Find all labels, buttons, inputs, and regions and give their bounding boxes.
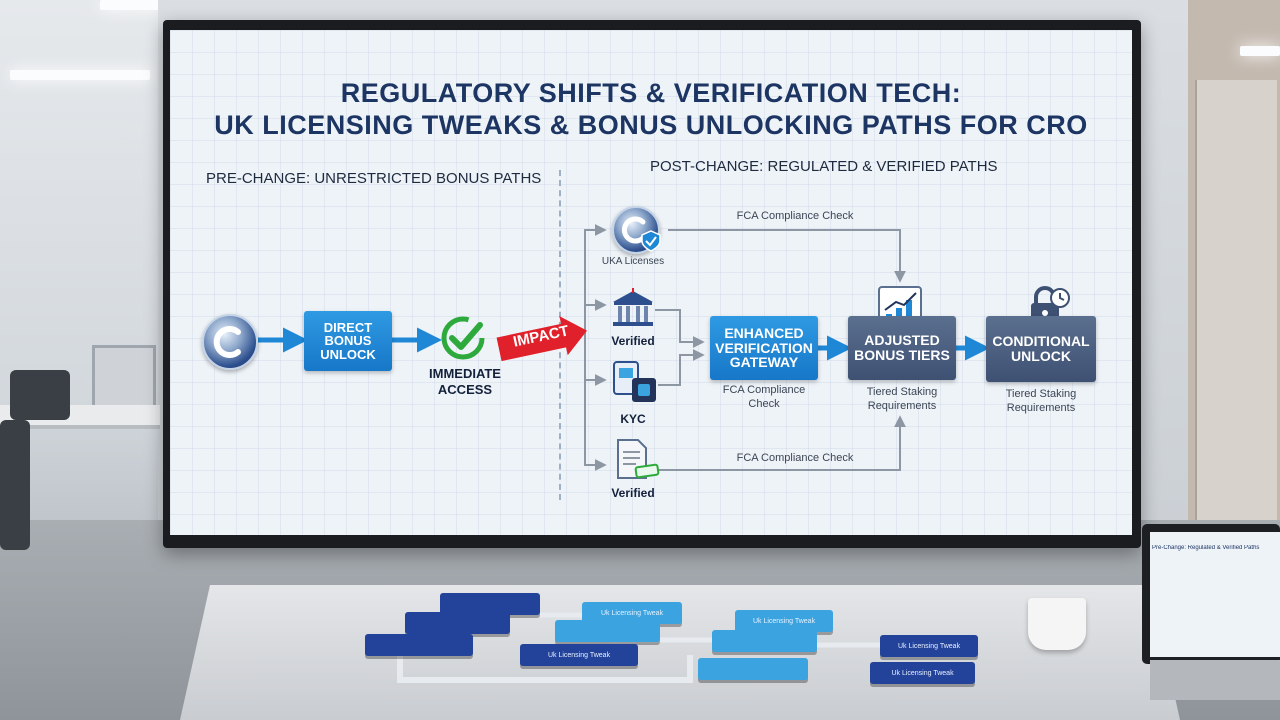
- tiers-caption: Tiered Staking Requirements: [866, 386, 938, 412]
- shield-check-icon: [641, 230, 661, 252]
- unlock-caption: Tiered Staking Requirements: [1005, 388, 1077, 414]
- ceiling-light: [1240, 46, 1280, 56]
- kyc-label: KYC: [620, 412, 646, 426]
- table-tile: [712, 630, 817, 652]
- feed-line: [658, 349, 705, 386]
- kyc-id-scan-icon: [613, 361, 656, 402]
- adjusted-bonus-tiers-box: ADJUSTED BONUS TIERS: [848, 316, 956, 380]
- table-tile: Uk Licensing Tweak: [880, 635, 978, 657]
- impact-arrow-icon: [496, 316, 588, 362]
- table-tile: [405, 612, 510, 634]
- presentation-screen: REGULATORY SHIFTS & VERIFICATION TECH: U…: [170, 30, 1132, 535]
- uk-licenses-label: UKA Licenses: [601, 256, 665, 267]
- top-compliance-label: FCA Compliance Check: [736, 210, 854, 222]
- table-tile: Uk Licensing Tweak: [582, 602, 682, 624]
- table-tile: Uk Licensing Tweak: [520, 644, 638, 666]
- post-change-label: POST-CHANGE: REGULATED & VERIFIED PATHS: [650, 158, 998, 175]
- c-letter-icon: [622, 216, 646, 244]
- laptop-keyboard: [1150, 660, 1280, 700]
- c-letter-icon: [213, 326, 241, 358]
- flow-connectors: [258, 224, 990, 471]
- direct-bonus-unlock-box: DIRECT BONUS UNLOCK: [304, 311, 392, 371]
- coffee-mug: [1028, 598, 1086, 650]
- conditional-unlock-box: CONDITIONAL UNLOCK: [986, 316, 1096, 382]
- top-compliance-line: [668, 229, 906, 283]
- table-tile: Uk Licensing Tweak: [735, 610, 833, 632]
- table-tile: [440, 593, 540, 615]
- gateway-caption: FCA Compliance Check: [722, 384, 806, 410]
- check-icon: [441, 316, 485, 360]
- verified-document-label: Verified: [611, 486, 655, 500]
- table-tile: Uk Licensing Tweak: [870, 662, 975, 684]
- immediate-access-label: IMMEDIATE ACCESS: [429, 366, 501, 398]
- table-tile: [555, 620, 660, 642]
- title-line-1: REGULATORY SHIFTS & VERIFICATION TECH:: [340, 78, 962, 108]
- casino-logo-icon: [202, 314, 258, 370]
- table-tile: [365, 634, 473, 656]
- laptop-screen-text: Pre-Change: Regulated & Verified Paths: [1152, 545, 1260, 551]
- office-chair: [0, 420, 30, 550]
- bottom-compliance-label: FCA Compliance Check: [736, 452, 854, 464]
- feed-line: [655, 309, 705, 348]
- ceiling-light: [100, 0, 160, 10]
- pre-change-label: PRE-CHANGE: UNRESTRICTED BONUS PATHS: [206, 170, 542, 187]
- bottom-compliance-line: [658, 415, 906, 471]
- verified-bank-label: Verified: [611, 334, 655, 348]
- bank-building-icon: [613, 288, 653, 326]
- table-tile: [698, 658, 808, 680]
- title-line-2: UK LICENSING TWEAKS & BONUS UNLOCKING PA…: [214, 110, 1088, 140]
- door: [1195, 80, 1277, 520]
- ceiling-light: [10, 70, 150, 80]
- verified-document-icon: [617, 439, 660, 479]
- laptop-screen: [1150, 532, 1280, 657]
- office-chair: [10, 370, 70, 420]
- verification-gateway-box: ENHANCED VERIFICATION GATEWAY: [710, 316, 818, 380]
